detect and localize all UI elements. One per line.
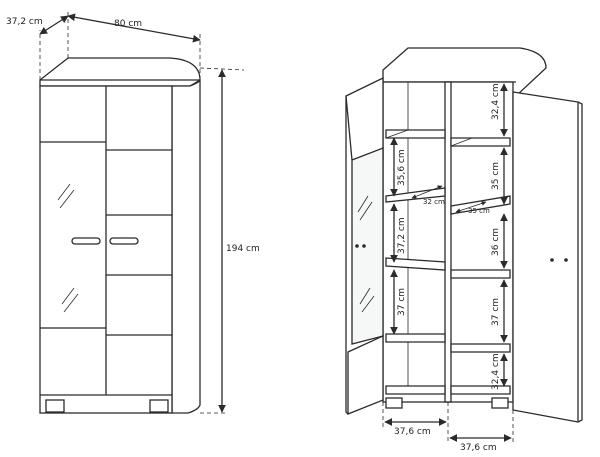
- right-door-handle: [109, 237, 139, 245]
- left-open-door: [345, 76, 384, 415]
- open-foot-right: [491, 397, 509, 409]
- depth-label: 37,2 cm: [6, 17, 43, 27]
- right-shelf-height-3: 36 cm: [491, 228, 501, 256]
- right-shelf-depth: 35 cm: [468, 207, 490, 215]
- cabinet-side-panel: [171, 79, 201, 414]
- open-foot-left: [385, 397, 403, 409]
- left-shelf-height-3: 37 cm: [397, 288, 407, 316]
- right-shelf-height-2: 35 cm: [491, 162, 501, 190]
- right-shelf-height-5: 32,4 cm: [491, 353, 501, 390]
- center-divider: [444, 81, 452, 403]
- bottom-width-left: 37,6 cm: [394, 427, 431, 437]
- left-shelf-height-2: 37,2 cm: [397, 217, 407, 254]
- cabinet-foot-right: [149, 399, 169, 413]
- left-shelf-depth: 32 cm: [423, 198, 445, 206]
- cabinet-top: [39, 57, 201, 87]
- open-view-dimensions: 35,6 cm 37,2 cm 37 cm 32,4 cm 35 cm 36 c…: [382, 83, 514, 453]
- right-open-door: [512, 91, 583, 423]
- cabinet-foot-left: [45, 399, 65, 413]
- left-door-handle: [71, 237, 101, 245]
- left-shelf-height-1: 35,6 cm: [397, 149, 407, 186]
- right-shelf-height-1: 32,4 cm: [491, 83, 501, 120]
- front-view-cabinet: [39, 57, 201, 414]
- width-label: 80 cm: [114, 19, 142, 29]
- height-label: 194 cm: [226, 244, 260, 254]
- front-view-dimensions: 37,2 cm 80 cm 194 cm: [6, 12, 260, 414]
- glass-shelf-lower: [385, 257, 446, 271]
- right-shelf-height-4: 37 cm: [491, 298, 501, 326]
- bottom-width-right: 37,6 cm: [460, 443, 497, 453]
